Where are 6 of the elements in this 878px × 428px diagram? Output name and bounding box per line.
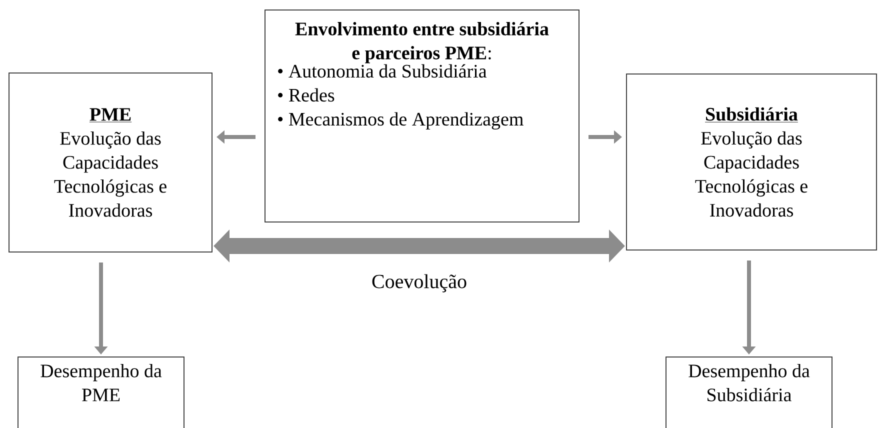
text-box: PME Evolução das Capacidades Tecnológicas e Inovadoras xyxy=(8,72,212,252)
edge-label: Coevolução xyxy=(370,272,470,294)
text-box: Desempenho da Subsidiária xyxy=(666,356,832,428)
text-box: Desempenho da PME xyxy=(18,356,184,428)
text-box: Envolvimento entre subsidiária e parceiros PME: • Autonomia da Subsidiária • Redes • Mecanismos de Aprendizagem xyxy=(264,10,580,222)
text-box: Subsidiária Evolução das Capacidades Tecnológicas e Inovadoras xyxy=(626,74,877,250)
